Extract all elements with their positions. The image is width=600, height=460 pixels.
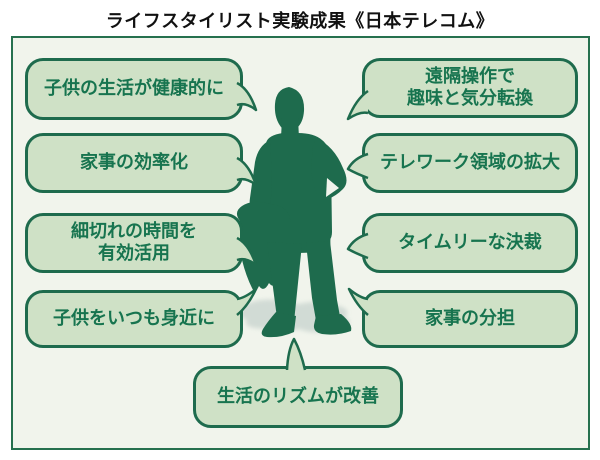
bubble-label: 家事の分担 [425,308,515,330]
bubble-children-healthy-life: 子供の生活が健康的に [25,58,258,120]
bubble-tail [236,236,258,267]
bubble-label: 細切れの時間を 有効活用 [71,221,197,264]
bubble-housework-efficiency: 家事の効率化 [25,133,258,193]
bubble-label: 生活のリズムが改善 [217,386,379,408]
bubble-label: 子供の生活が健康的に [44,78,224,100]
bubble-tail [347,287,369,316]
figure-arm-gap [326,178,339,197]
bubble-tail [346,152,369,180]
bubble-tail [236,287,258,316]
bubble-label: テレワーク領域の拡大 [380,152,560,174]
bubble-housework-sharing: 家事の分担 [347,287,578,348]
bubble-label: 子供をいつも身近に [53,308,215,330]
bubble-label: 家事の効率化 [80,152,188,174]
page-title: ライフスタイリスト実験成果《日本テレコム》 [105,11,495,32]
bubble-tail [236,156,258,187]
bubble-fragmented-time-use: 細切れの時間を 有効活用 [25,213,258,273]
bubble-tail [236,81,258,112]
bubble-children-always-close: 子供をいつも身近に [25,287,258,348]
bubble-tail [285,337,307,371]
bubble-label: タイムリーな決裁 [398,232,542,254]
bubble-remote-hobby-refresh: 遠隔操作で 趣味と気分転換 [346,58,578,121]
bubble-label: 遠隔操作で 趣味と気分転換 [407,66,533,109]
bubble-timely-approval: タイムリーな決裁 [346,213,578,273]
bubble-tail [346,89,369,121]
bubble-life-rhythm-improved: 生活のリズムが改善 [193,337,403,428]
bubble-tail [346,232,369,260]
bubble-telework-expansion: テレワーク領域の拡大 [346,133,578,193]
